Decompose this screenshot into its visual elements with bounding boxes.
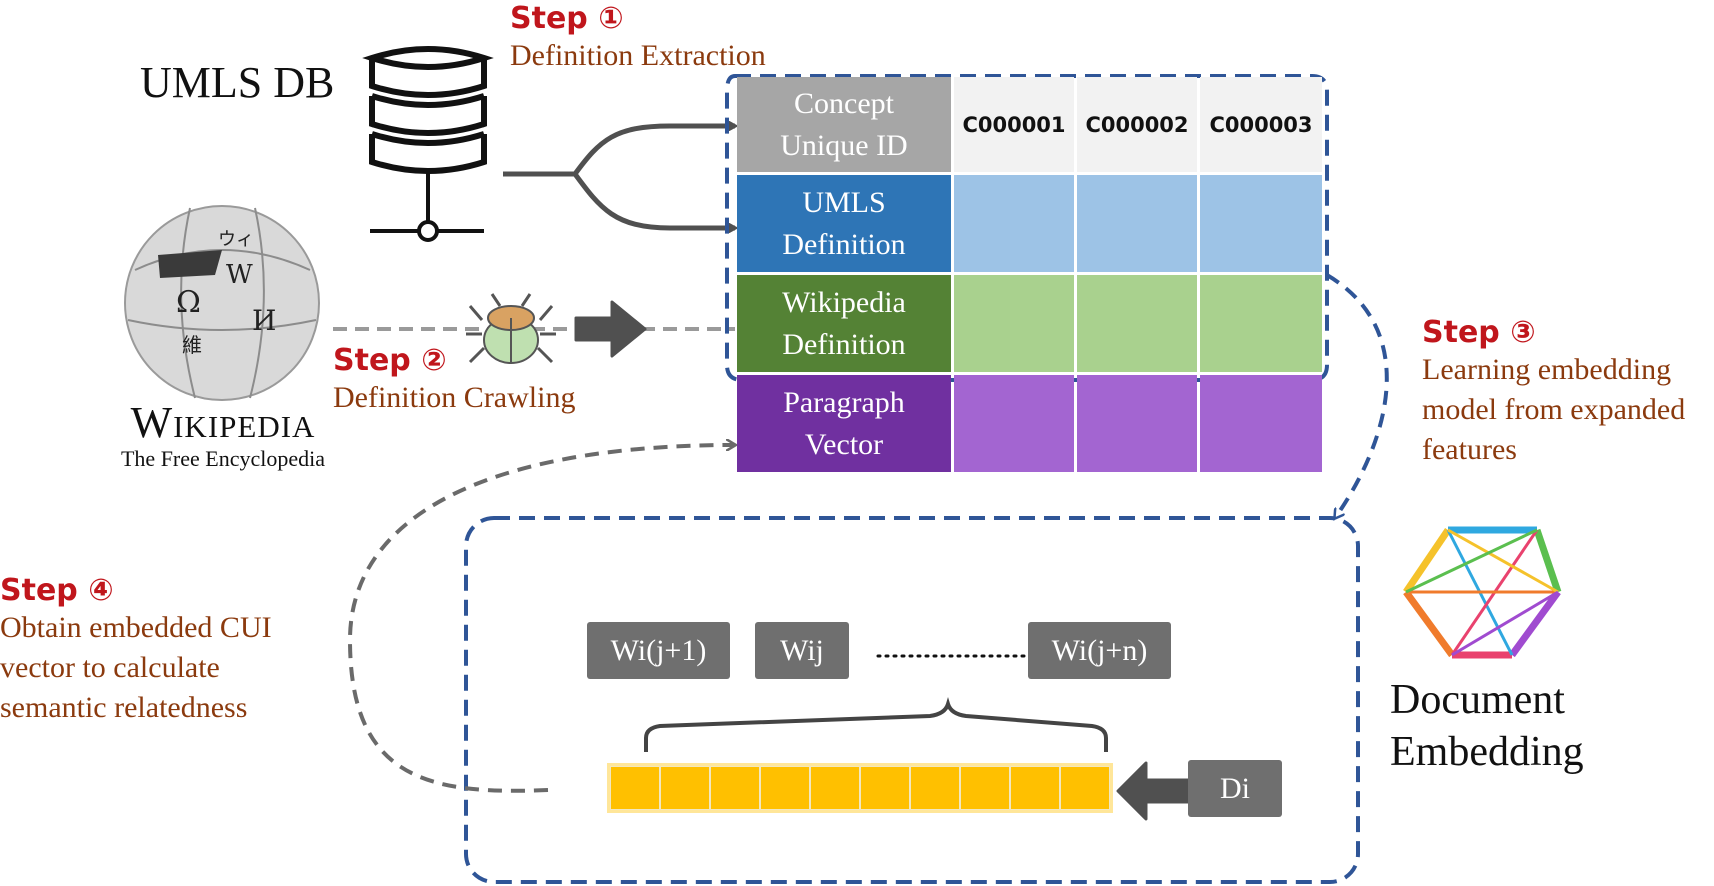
row-header-paragraph-line-1: Paragraph <box>783 385 905 419</box>
vector-segment <box>810 766 860 810</box>
svg-text:И: И <box>252 304 276 337</box>
crawl-arrow-icon <box>574 300 647 358</box>
embedding-vector <box>607 763 1113 813</box>
column-header-3: C000003 <box>1200 77 1322 172</box>
bug-icon <box>466 293 556 364</box>
step-4-text-line-3: semantic relatedness <box>0 691 248 724</box>
word-box-wi-j-plus-n: Wi(j+n) <box>1028 622 1171 679</box>
step-4: Step ④ Obtain embedded CUI vector to cal… <box>0 574 272 728</box>
step3-arrow <box>1325 273 1389 518</box>
svg-text:維: 維 <box>182 333 202 357</box>
vector-segment <box>760 766 810 810</box>
table-cell <box>1077 175 1197 272</box>
step-4-text-line-1: Obtain embedded CUI <box>0 611 272 644</box>
step-3: Step ③ Learning embedding model from exp… <box>1422 316 1685 470</box>
step-1-label: Step ① <box>510 1 624 36</box>
document-embedding-line-1: Document <box>1390 677 1565 723</box>
step-3-text-line-1: Learning embedding <box>1422 353 1672 386</box>
svg-text:Ω: Ω <box>176 285 201 320</box>
vector-segment <box>710 766 760 810</box>
word-box-wij: Wij <box>755 622 849 679</box>
extraction-arrows <box>503 126 735 228</box>
step-4-text-line-2: vector to calculate <box>0 651 220 684</box>
table-cell <box>1200 175 1322 272</box>
row-header-concept-id-line-1: Concept <box>794 86 894 120</box>
brace <box>644 697 1108 752</box>
step-1-text: Definition Extraction <box>510 39 766 72</box>
embedding-dashed-box <box>464 516 1360 884</box>
wikipedia-globe-icon: Ω W И 維 ウィ <box>124 205 320 401</box>
row-header-umls-line-2: Definition <box>782 227 906 261</box>
document-embedding-hexagon-icon <box>1403 526 1562 659</box>
umls-db-label: UMLS DB <box>140 58 335 107</box>
step-3-text-line-3: features <box>1422 433 1517 466</box>
table-cell <box>1077 275 1197 372</box>
wikipedia-wordmark: Wikipedia The Free Encyclopedia <box>108 400 338 472</box>
wikipedia-wordmark-text: Wikipedia <box>130 398 316 447</box>
row-header-wikipedia-line-1: Wikipedia <box>782 285 906 319</box>
vector-segment <box>1010 766 1060 810</box>
table-cell <box>1200 375 1322 472</box>
row-header-wikipedia-line-2: Definition <box>782 327 906 361</box>
vector-segment <box>610 766 660 810</box>
column-header-1: C000001 <box>954 77 1074 172</box>
column-header-2: C000002 <box>1077 77 1197 172</box>
vector-segment <box>1060 766 1110 810</box>
step-2-label: Step ② <box>333 343 447 378</box>
step-2-text: Definition Crawling <box>333 381 576 414</box>
svg-text:W: W <box>226 260 253 290</box>
row-header-umls-line-1: UMLS <box>802 185 886 219</box>
word-box-wi-j-plus-1: Wi(j+1) <box>587 622 730 679</box>
di-arrow-icon <box>1116 761 1190 821</box>
vector-segment <box>860 766 910 810</box>
table-cell <box>1077 375 1197 472</box>
document-embedding-line-2: Embedding <box>1390 729 1584 775</box>
step-2: Step ② Definition Crawling <box>333 344 575 418</box>
step-1: Step ① Definition Extraction <box>510 2 766 76</box>
step4-arrow <box>347 445 735 793</box>
database-icon <box>362 46 494 242</box>
row-header-concept-id-line-2: Unique ID <box>780 128 908 162</box>
step-3-label: Step ③ <box>1422 315 1536 350</box>
table-cell <box>954 375 1074 472</box>
vector-segment <box>910 766 960 810</box>
vector-segment <box>960 766 1010 810</box>
row-header-umls-definition: UMLS Definition <box>737 175 951 272</box>
table-cell <box>1200 275 1322 372</box>
table-cell <box>954 275 1074 372</box>
step-4-label: Step ④ <box>0 573 114 608</box>
document-embedding-label: Document Embedding <box>1390 674 1584 778</box>
vector-segment <box>660 766 710 810</box>
wikipedia-tagline: The Free Encyclopedia <box>120 446 325 471</box>
step-3-text-line-2: model from expanded <box>1422 393 1686 426</box>
row-header-paragraph-line-2: Vector <box>804 427 884 461</box>
table-cell <box>954 175 1074 272</box>
word-box-di: Di <box>1188 760 1282 817</box>
svg-text:ウィ: ウィ <box>218 229 254 250</box>
